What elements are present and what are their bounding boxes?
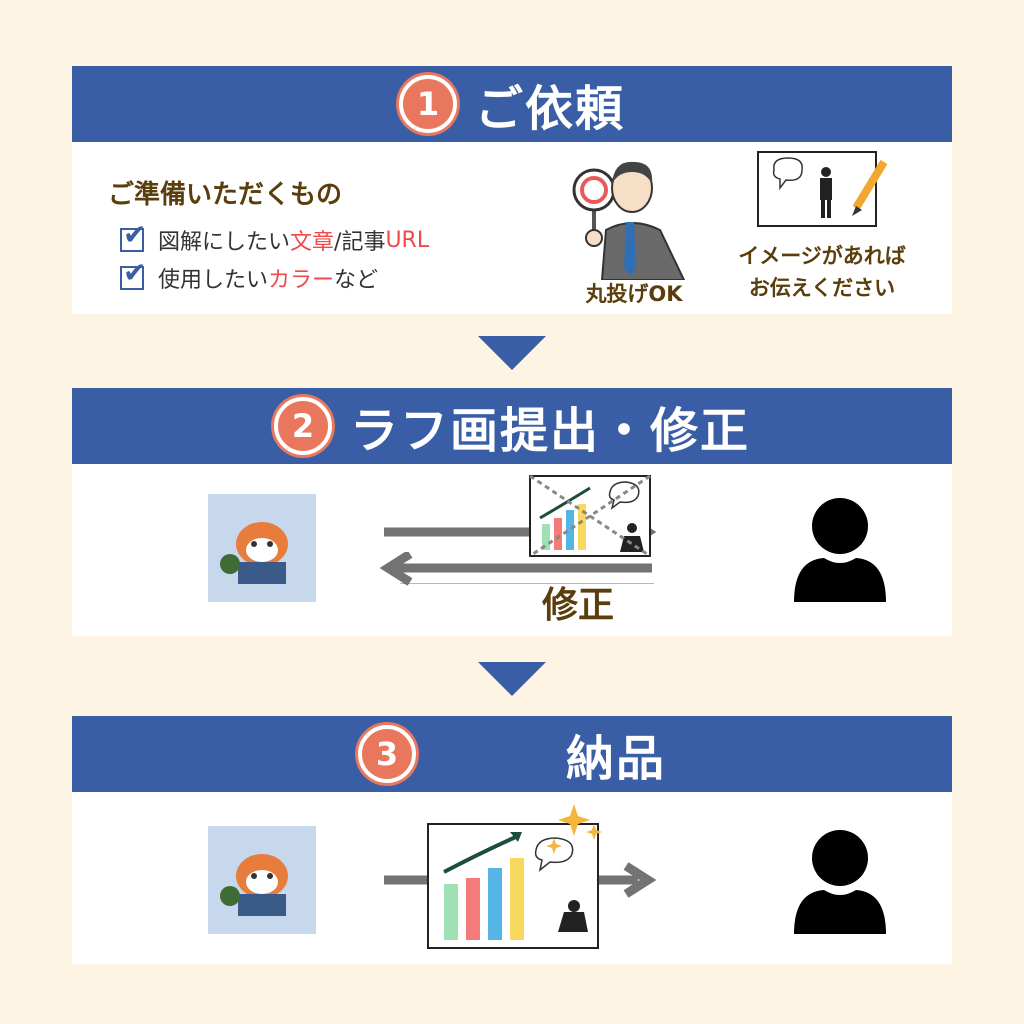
item-highlight: 文章 xyxy=(290,230,335,255)
step-number-badge: 1 xyxy=(398,75,457,133)
prepare-title: ご準備いただくもの xyxy=(108,180,343,210)
item-highlight: カラー xyxy=(268,268,335,293)
rough-draft-icon xyxy=(529,474,651,558)
image-caption-line: イメージがあれば xyxy=(738,244,906,268)
item-text: /記事 xyxy=(334,230,386,255)
whiteboard-icon xyxy=(757,151,888,227)
down-arrow-icon xyxy=(478,662,546,696)
checkbox-icon xyxy=(120,218,146,252)
image-caption: イメージがあれば お伝えください xyxy=(722,240,922,304)
item-text: 図解にしたい xyxy=(158,230,291,255)
step-2-header: 2 ラフ画提出・修正 xyxy=(72,388,952,464)
businessman-icon xyxy=(572,161,686,280)
item-text: 使用したい xyxy=(158,268,269,293)
step-number-badge: 3 xyxy=(357,725,416,783)
maru-caption: 丸投げOK xyxy=(585,282,683,306)
step-title: ラフ画提出・修正 xyxy=(349,403,750,459)
back-arrow-icon xyxy=(379,552,652,586)
step-title: 納品 xyxy=(565,731,666,787)
red-panda-icon xyxy=(220,854,288,916)
red-panda-avatar xyxy=(208,826,316,934)
red-panda-avatar xyxy=(208,494,316,602)
step-1-header: 1 ご依頼 xyxy=(72,66,952,142)
user-icon xyxy=(794,830,886,934)
user-icon xyxy=(794,498,886,602)
item-highlight: URL xyxy=(385,227,430,253)
red-panda-icon xyxy=(220,522,288,584)
step-title: ご依頼 xyxy=(474,81,625,137)
down-arrow-icon xyxy=(478,336,546,370)
image-caption-line: お伝えください xyxy=(748,276,896,300)
item-text: など xyxy=(334,268,379,293)
revision-label: 修正 xyxy=(542,585,615,626)
step-3-panel xyxy=(72,792,952,964)
step-3-header: 3 納品 xyxy=(72,716,952,792)
checkbox-icon xyxy=(120,256,146,290)
final-chart-icon xyxy=(427,804,602,949)
step-number-badge: 2 xyxy=(273,397,332,455)
step-2-panel: 修正 xyxy=(72,464,952,636)
